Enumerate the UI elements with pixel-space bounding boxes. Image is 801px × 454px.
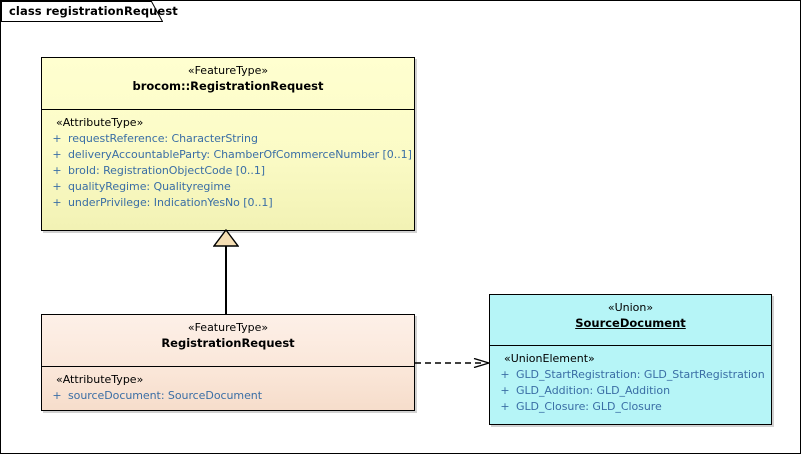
attribute-row[interactable]: + sourceDocument: SourceDocument (46, 388, 410, 404)
visibility-marker: + (52, 389, 62, 402)
visibility-marker: + (500, 400, 510, 413)
visibility-marker: + (52, 164, 62, 177)
attribute-row[interactable]: + GLD_Closure: GLD_Closure (494, 399, 767, 415)
visibility-marker: + (500, 368, 510, 381)
attribute-label: underPrivilege: IndicationYesNo [0..1] (68, 196, 273, 209)
attribute-row[interactable]: + underPrivilege: IndicationYesNo [0..1] (46, 195, 410, 211)
attribute-row[interactable]: + deliveryAccountableParty: ChamberOfCom… (46, 147, 412, 163)
dependency-arrow-icon[interactable] (415, 358, 490, 368)
class-name: RegistrationRequest (161, 336, 295, 350)
class-name[interactable]: SourceDocument (575, 316, 686, 330)
attribute-row[interactable]: + GLD_Addition: GLD_Addition (494, 383, 767, 399)
class-stereotype: «FeatureType» (187, 64, 269, 77)
tab-shape-icon (1, 1, 163, 22)
generalization-line[interactable] (225, 246, 227, 314)
class-stereotype: «FeatureType» (187, 321, 269, 334)
class-box-registration-request[interactable]: «FeatureType» RegistrationRequest «Attri… (41, 314, 415, 411)
class-box-source-document[interactable]: «Union» SourceDocument «UnionElement» + … (489, 294, 772, 425)
visibility-marker: + (52, 196, 62, 209)
attributes-compartment: «AttributeType» + sourceDocument: Source… (42, 367, 414, 408)
attribute-label: sourceDocument: SourceDocument (68, 389, 262, 402)
visibility-marker: + (52, 180, 62, 193)
compartment-stereotype: «UnionElement» (504, 352, 595, 365)
attribute-label: broId: RegistrationObjectCode [0..1] (68, 164, 266, 177)
class-header: «FeatureType» brocom::RegistrationReques… (42, 58, 414, 110)
visibility-marker: + (52, 132, 62, 145)
visibility-marker: + (52, 148, 62, 161)
attribute-label: GLD_Addition: GLD_Addition (516, 384, 670, 397)
diagram-title-label: class registrationRequest (9, 4, 178, 18)
class-header: «Union» SourceDocument (490, 295, 771, 346)
attribute-row[interactable]: + broId: RegistrationObjectCode [0..1] (46, 163, 410, 179)
attribute-label: requestReference: CharacterString (68, 132, 258, 145)
class-name: brocom::RegistrationRequest (132, 79, 324, 93)
compartment-stereotype: «AttributeType» (56, 116, 144, 129)
class-header: «FeatureType» RegistrationRequest (42, 315, 414, 367)
attribute-row[interactable]: + GLD_StartRegistration: GLD_StartRegist… (494, 367, 767, 383)
attribute-label: qualityRegime: Qualityregime (68, 180, 231, 193)
diagram-title-tab: class registrationRequest (1, 1, 178, 22)
attribute-label: GLD_StartRegistration: GLD_StartRegistra… (516, 368, 765, 381)
attributes-compartment: «UnionElement» + GLD_StartRegistration: … (490, 346, 771, 419)
attribute-label: deliveryAccountableParty: ChamberOfComme… (68, 148, 412, 161)
class-box-brocom-registration-request[interactable]: «FeatureType» brocom::RegistrationReques… (41, 57, 415, 231)
attributes-compartment: «AttributeType» + requestReference: Char… (42, 110, 414, 215)
compartment-stereotype: «AttributeType» (56, 373, 144, 386)
attribute-label: GLD_Closure: GLD_Closure (516, 400, 662, 413)
generalization-triangle-icon[interactable] (213, 229, 239, 247)
class-stereotype: «Union» (607, 301, 654, 314)
attribute-row[interactable]: + qualityRegime: Qualityregime (46, 179, 410, 195)
visibility-marker: + (500, 384, 510, 397)
attribute-row[interactable]: + requestReference: CharacterString (46, 131, 410, 147)
